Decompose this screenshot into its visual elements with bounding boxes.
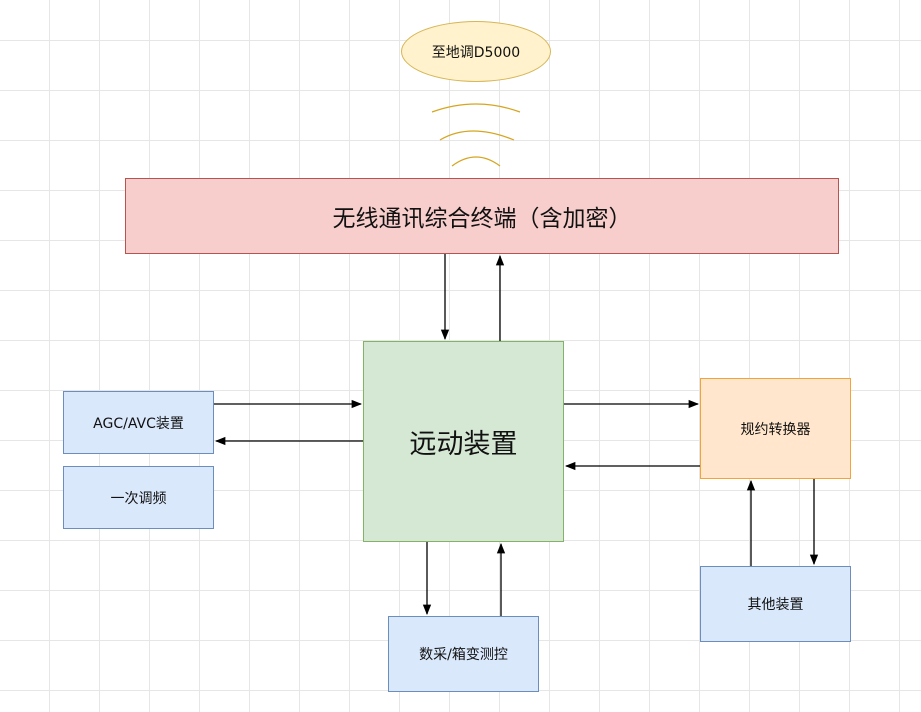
d5000-label: 至地调D5000: [431, 44, 521, 61]
other-label: 其他装置: [747, 597, 804, 613]
agc-label: AGC/AVC装置: [93, 415, 184, 432]
wireless-signal-icon: [431, 103, 521, 167]
terminal-label: 无线通讯综合终端（含加密）: [332, 206, 632, 232]
other-devices-box: 其他装置: [700, 566, 851, 642]
primary-freq-label: 一次调频: [110, 490, 167, 507]
agc-avc-box: AGC/AVC装置: [63, 391, 214, 454]
wireless-terminal-box: 无线通讯综合终端（含加密）: [125, 178, 839, 254]
converter-label: 规约转换器: [740, 421, 811, 438]
protocol-converter-box: 规约转换器: [700, 378, 851, 479]
primary-frequency-box: 一次调频: [63, 466, 214, 529]
rtu-label: 远动装置: [409, 429, 518, 460]
daq-label: 数采/箱变测控: [419, 647, 508, 663]
daq-box: 数采/箱变测控: [388, 616, 539, 692]
rtu-box: 远动装置: [363, 341, 564, 542]
d5000-ellipse: 至地调D5000: [401, 21, 551, 82]
